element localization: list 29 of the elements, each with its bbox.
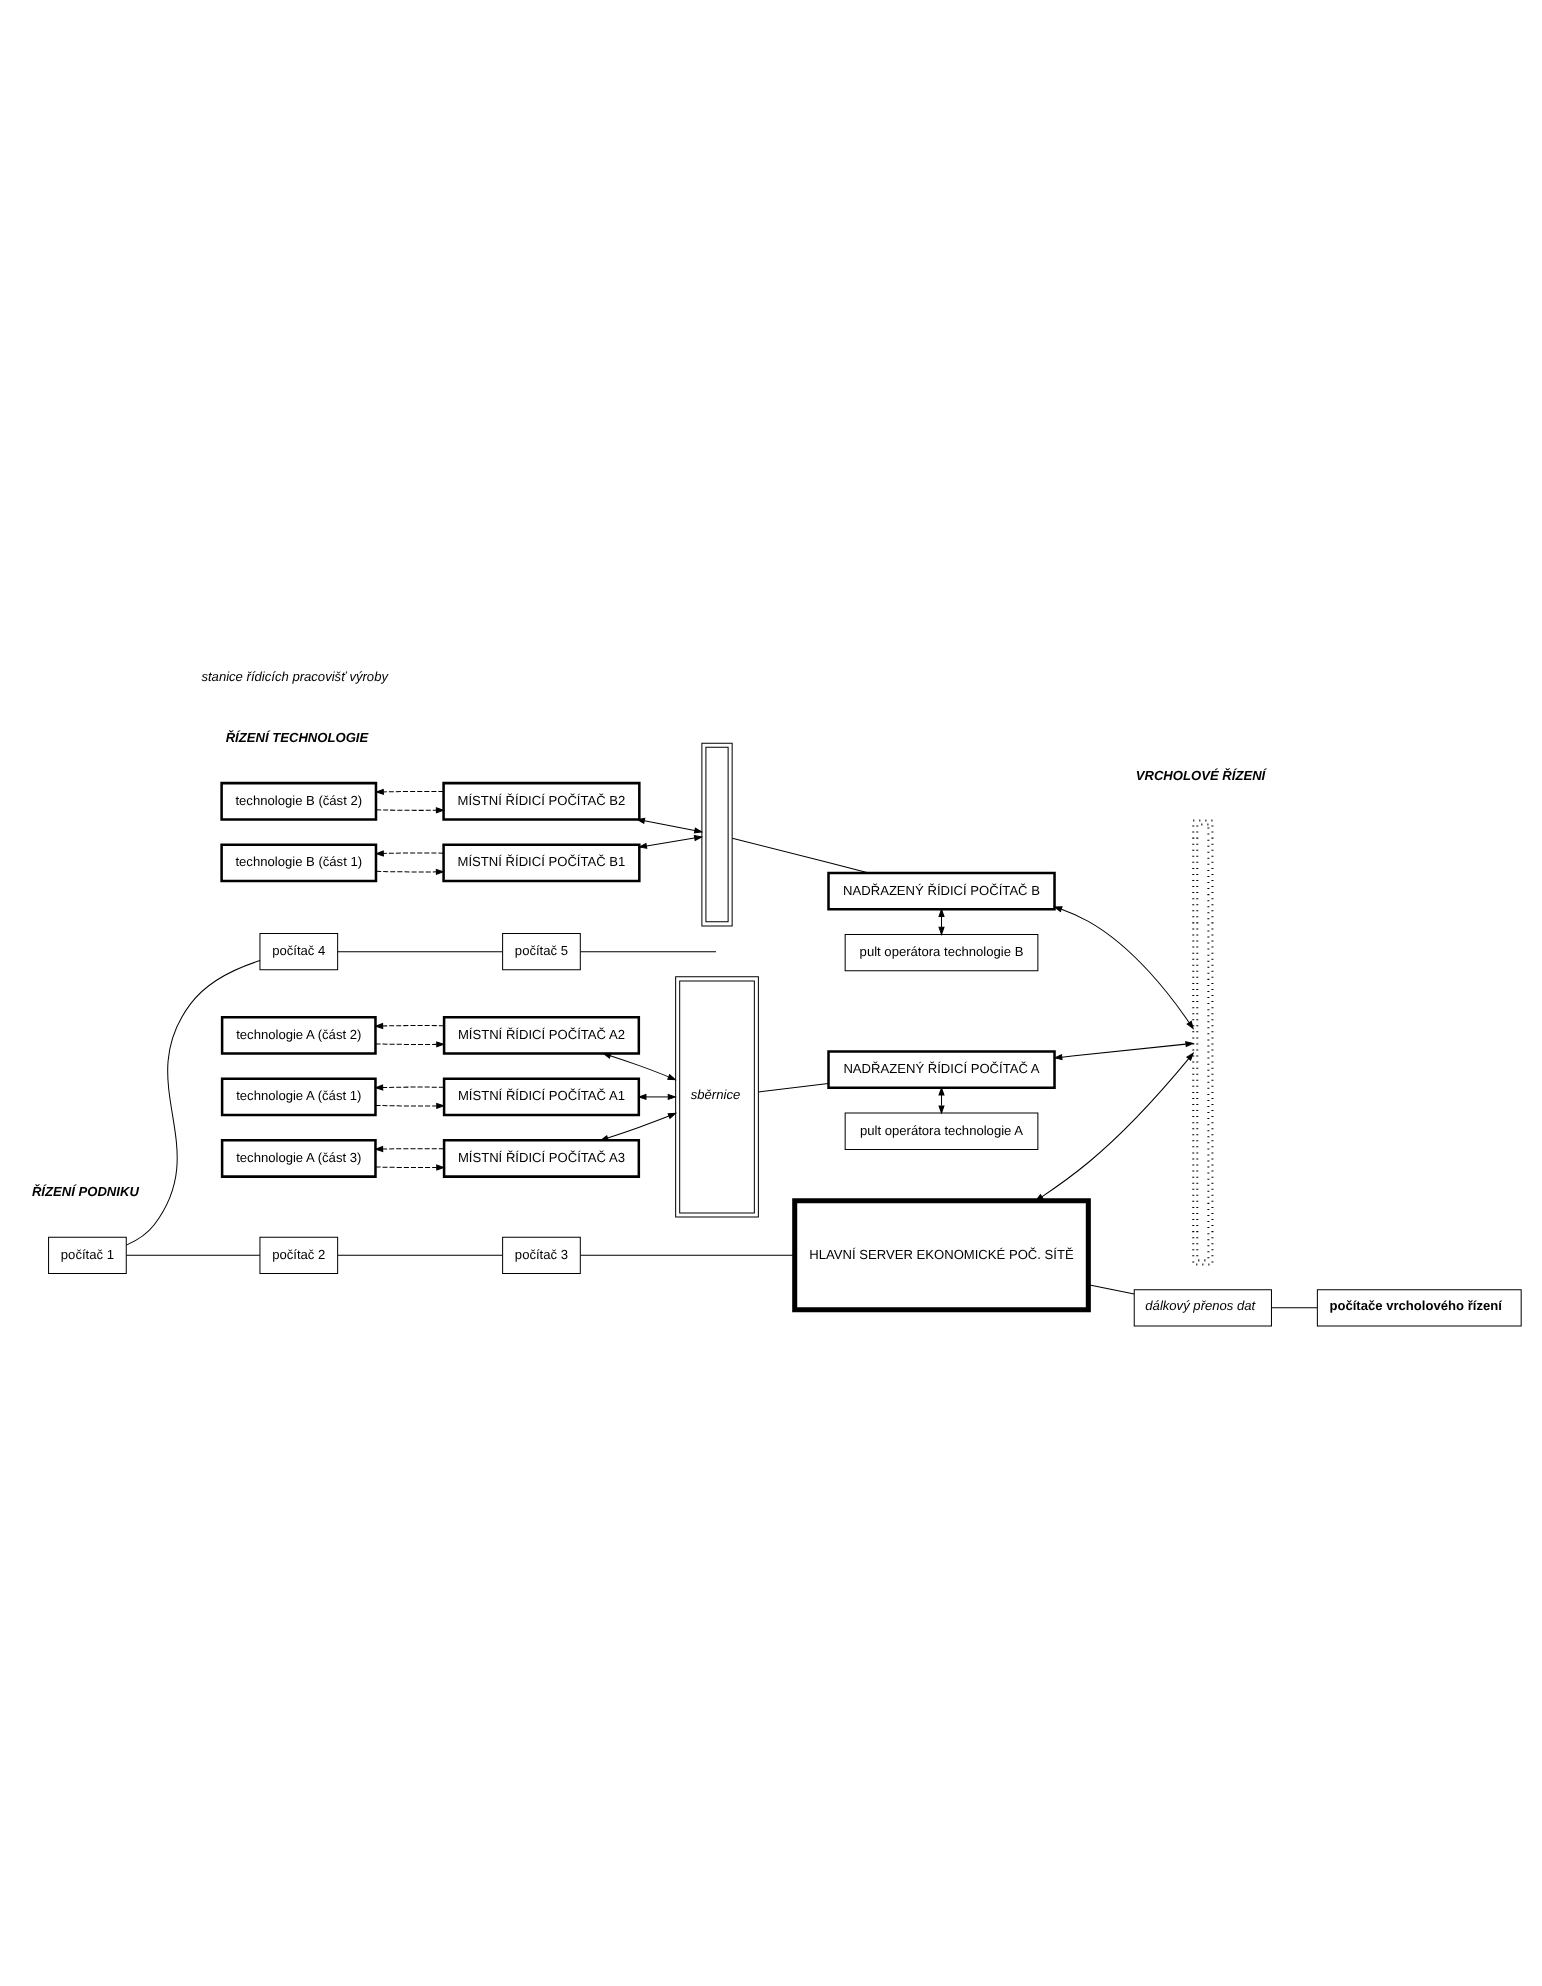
arrow: [375, 1102, 446, 1110]
arrow: [635, 817, 704, 834]
arrow: [938, 907, 945, 936]
arrow: [602, 1052, 677, 1081]
arrow: [374, 850, 444, 857]
arrow: [375, 1041, 446, 1048]
arrow: [637, 1093, 677, 1101]
connector: [580, 951, 717, 953]
connector: [758, 1082, 829, 1093]
arrow: [599, 1112, 678, 1141]
connector: [125, 960, 261, 1246]
arrow: [374, 1145, 445, 1153]
arrow: [637, 835, 704, 849]
arrow: [1053, 1041, 1195, 1061]
connector: [1271, 1307, 1318, 1309]
arrow: [374, 788, 444, 796]
connector: [580, 1254, 795, 1256]
arrow: [1053, 906, 1194, 1030]
connector: [731, 837, 870, 874]
arrow: [375, 1164, 446, 1171]
connector: [337, 1254, 503, 1256]
arrow: [374, 1022, 445, 1030]
connector: [337, 951, 503, 953]
arrow: [1034, 1052, 1195, 1202]
arrow: [375, 868, 445, 876]
connector: [1087, 1284, 1135, 1295]
connector: [125, 1254, 261, 1256]
arrow: [374, 1084, 445, 1091]
arrow: [375, 807, 445, 814]
